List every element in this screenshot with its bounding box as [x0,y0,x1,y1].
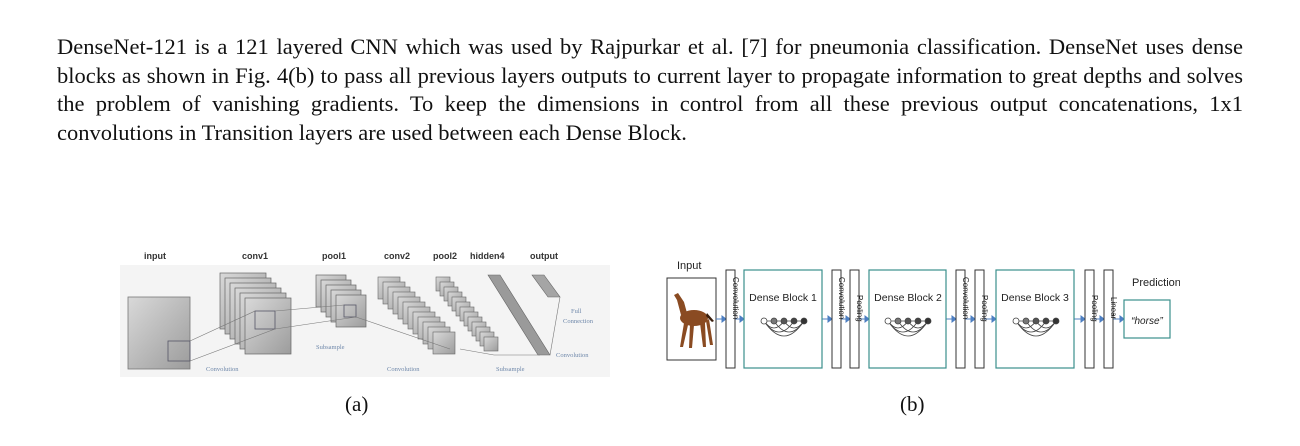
label-hidden4: hidden4 [470,251,505,261]
dense-block-1-label: Dense Block 1 [749,292,817,304]
label-convolution-0: Convolution [731,277,740,319]
layer-pooling-1 [849,269,860,369]
label-pool2: pool2 [433,251,457,261]
figure-b-densenet-diagram: Input Prediction Convolution [666,260,1180,369]
annot-convolution-3: Convolution [556,352,589,359]
layer-convolution-2 [955,269,966,369]
layer-linear [1103,269,1114,369]
prediction-value: “horse” [1131,316,1163,327]
annot-full-1: Full [571,308,582,315]
label-input: input [144,251,166,261]
layer-pooling-3 [1084,269,1095,369]
annot-convolution-2: Convolution [387,366,420,373]
label-conv2: conv2 [384,251,410,261]
paragraph-text: DenseNet-121 is a 121 layered CNN which … [57,34,1243,146]
layer-pooling-2 [974,269,985,369]
label-convolution-2: Convolution [961,277,970,319]
label-convolution-1: Convolution [837,277,846,319]
label-output: output [530,251,558,261]
layer-convolution-1 [831,269,842,369]
input-receptive-field [167,340,191,362]
annot-subsample-2: Subsample [496,366,525,373]
flow-arrows [716,315,1125,323]
input-label: Input [677,260,701,272]
input-map [127,296,191,370]
label-conv1: conv1 [242,251,268,261]
label-linear: Linear [1109,297,1118,320]
dense-block-3-label: Dense Block 3 [1001,292,1069,304]
pool2-stack [435,276,499,352]
figure-a-cnn-diagram: input conv1 pool1 conv2 pool2 hidden4 ou… [120,251,610,377]
annot-full-2: Connection [563,318,594,325]
label-pooling-3: Pooling [1090,295,1099,322]
label-pool1: pool1 [322,251,346,261]
prediction-box [1123,299,1171,339]
horse-icon [674,293,714,348]
figure-a-caption: (a) [345,392,369,416]
conv2-stack [377,276,456,355]
pool1-stack [315,274,367,328]
prediction-label: Prediction [1132,277,1180,289]
annot-subsample-1: Subsample [316,344,345,351]
figure-b-caption: (b) [900,392,925,416]
layer-convolution-0 [725,269,736,369]
dense-block-2-label: Dense Block 2 [874,292,942,304]
annot-convolution-1: Convolution [206,366,239,373]
label-pooling-2: Pooling [980,295,989,322]
body-paragraph: DenseNet-121 is a 121 layered CNN which … [57,33,1243,148]
label-pooling-1: Pooling [855,295,864,322]
dense-connections [760,317,1060,337]
conv1-stack [219,272,292,355]
